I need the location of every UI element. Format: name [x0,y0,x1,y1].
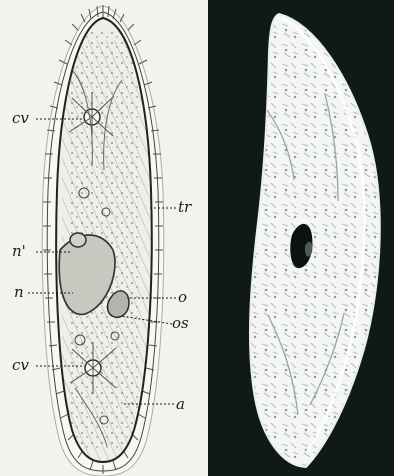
micrograph-paramecium [250,14,380,467]
label-n: n [14,285,24,300]
micronucleus [70,233,86,247]
label-a: a [176,397,185,412]
label-tr: tr [178,200,191,215]
label-cv-bottom: cv [12,358,29,373]
label-cv-top: cv [12,111,29,126]
label-n-prime: n' [12,244,26,259]
label-os: os [172,316,189,331]
cell-body [56,18,152,462]
label-o: o [178,290,187,305]
